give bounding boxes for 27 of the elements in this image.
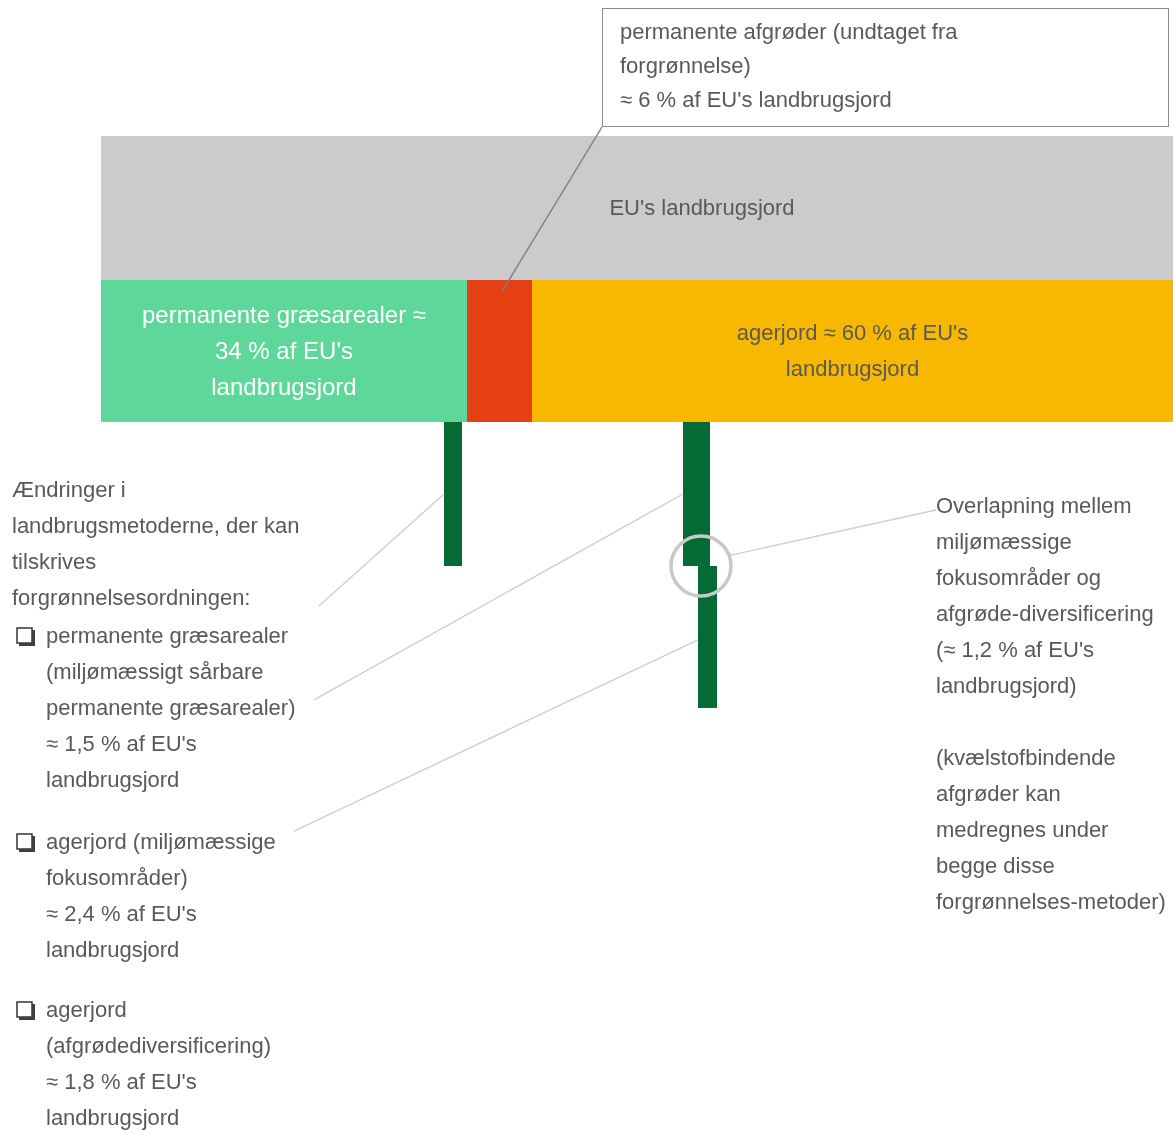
leader-line [313,493,684,701]
note-text: Overlapning mellem miljømæssige fokusområder og afgrøde-diversificering (≈ 1,2 % af EU's landbrugsjord) [936,492,1155,700]
grassland-block [101,280,467,422]
bar-marker [444,422,462,566]
band-label: agerjord ≈ 60 % af EU's landbrugsjord [735,319,970,383]
callout-text: ≈ 6 % af EU's landbrugsjord [620,86,892,114]
permanent-crops-block [467,280,532,422]
bar-marker [683,422,710,566]
band-label: EU's landbrugsjord [609,194,795,222]
callout-box [602,8,1169,127]
leader-line [293,639,699,832]
note-text: (kvælstofbindende afgrøder kan medregnes under begge disse forgrønnelses-metoder) [936,744,1167,916]
item-text: ≈ 1,8 % af EU's landbrugsjord [46,1068,198,1132]
leader-line [318,493,445,607]
leader-line [730,509,937,556]
leader-line [501,126,603,293]
land-band [101,136,1173,280]
item-text: ≈ 1,5 % af EU's landbrugsjord [46,730,198,794]
arable-block [532,280,1173,422]
intro-text: Ændringer i landbrugsmetoderne, der kan tilskrives forgrønnelsesordningen: [12,476,301,612]
callout-text: permanente afgrøder (undtaget fra forgrønnelse) [620,18,959,80]
bar-marker [698,566,717,708]
item-text: agerjord (afgrødediversificering) [46,996,272,1060]
item-text: permanente græsarealer (miljømæssigt sårbare permanente græsarealer) [46,622,297,722]
item-text: agerjord (miljømæssige fokusområder) [46,828,277,892]
item-text: ≈ 2,4 % af EU's landbrugsjord [46,900,198,964]
band-label: permanente græsarealer ≈ 34 % af EU's landbrugsjord [141,300,427,402]
